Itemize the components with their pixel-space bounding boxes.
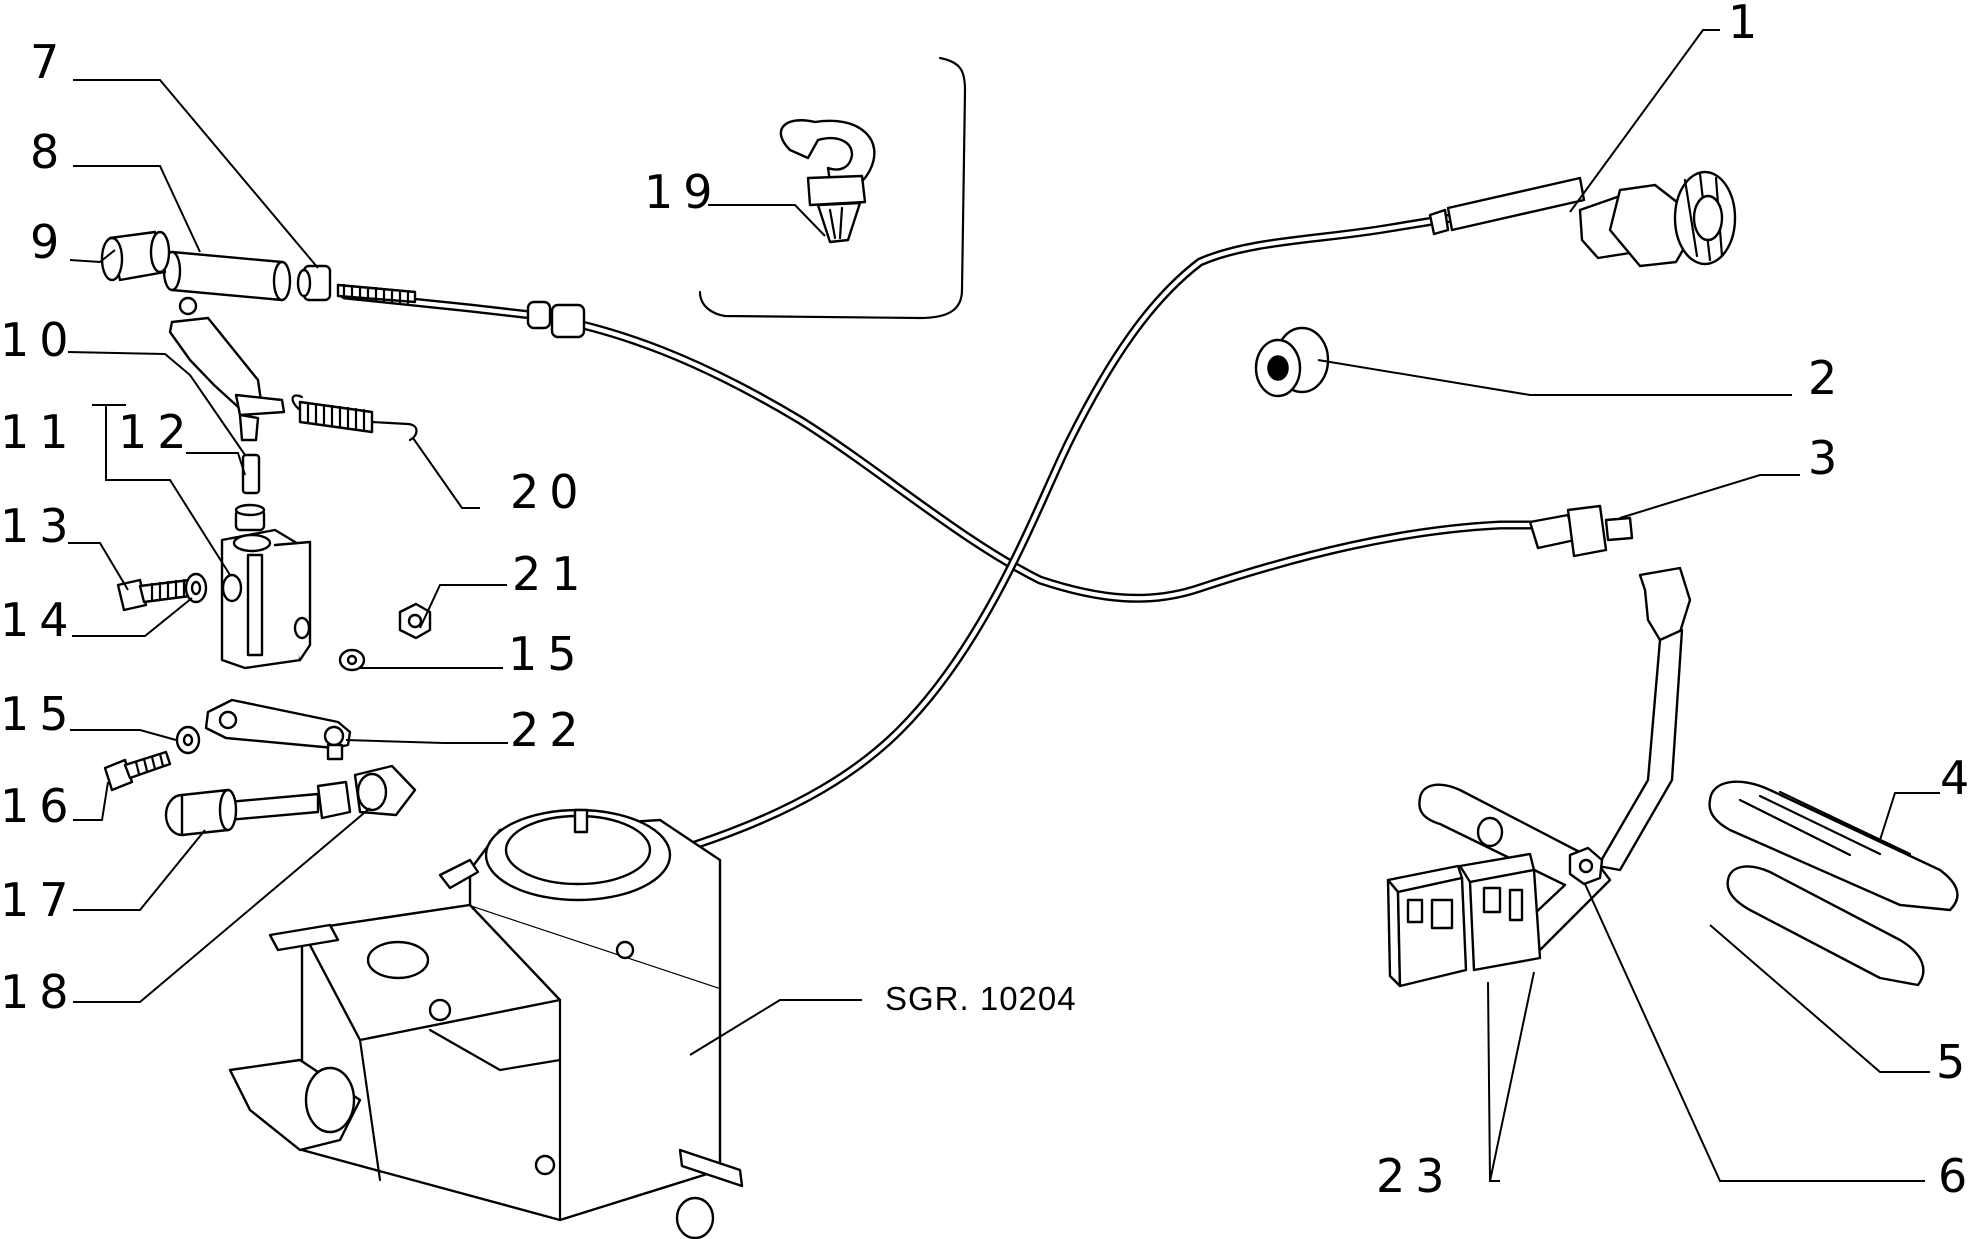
callout-22: 22 bbox=[510, 703, 589, 757]
bush-18 bbox=[353, 764, 417, 817]
callout-9: 9 bbox=[30, 215, 69, 269]
bush-12 bbox=[234, 503, 266, 532]
cable-fitting-3 bbox=[1528, 504, 1634, 558]
bracket-11 bbox=[220, 528, 312, 670]
callout-7: 7 bbox=[30, 35, 69, 89]
callout-15-left: 15 bbox=[0, 687, 79, 741]
nut-6 bbox=[1568, 846, 1604, 886]
screw-16 bbox=[103, 750, 172, 792]
leader-lines bbox=[67, 29, 1940, 1182]
carburetor bbox=[228, 808, 744, 1239]
callout-16: 16 bbox=[0, 779, 79, 833]
callout-6: 6 bbox=[1938, 1149, 1970, 1203]
callout-21: 21 bbox=[512, 547, 591, 601]
callout-13: 13 bbox=[0, 499, 79, 553]
clip-bracket bbox=[698, 56, 967, 320]
pedal-lever bbox=[1418, 566, 1692, 960]
accelerator-cable bbox=[340, 290, 1565, 603]
callout-11: 11 bbox=[0, 405, 79, 459]
washer-15-upper bbox=[338, 648, 366, 672]
return-spring-20 bbox=[291, 394, 418, 442]
callout-14: 14 bbox=[0, 593, 79, 647]
callout-4: 4 bbox=[1940, 751, 1970, 805]
link-plate-22 bbox=[204, 698, 352, 761]
cable-sleeve-8 bbox=[162, 250, 292, 302]
choke-cable bbox=[690, 210, 1475, 850]
callout-17: 17 bbox=[0, 873, 79, 927]
grommet-2 bbox=[1254, 326, 1330, 398]
callout-20: 20 bbox=[510, 465, 589, 519]
cable-spring-7 bbox=[336, 283, 417, 305]
reference-code: SGR. 10204 bbox=[885, 980, 1077, 1017]
washer-15-lower bbox=[175, 725, 201, 755]
choke-knob-1 bbox=[1428, 170, 1737, 268]
callout-18: 18 bbox=[0, 965, 79, 1019]
callout-19: 19 bbox=[644, 165, 723, 219]
callout-1: 1 bbox=[1728, 0, 1767, 49]
nut-21 bbox=[398, 602, 432, 640]
bolt-13 bbox=[116, 578, 192, 612]
callout-8: 8 bbox=[30, 125, 69, 179]
throttle-lever-10 bbox=[168, 296, 286, 442]
callout-numbers: 1 2 3 4 5 6 7 8 9 10 11 12 13 14 15 15 1… bbox=[0, 0, 1970, 1203]
pedal-pad-5 bbox=[1726, 865, 1925, 987]
pedal-stops-23 bbox=[1386, 852, 1542, 988]
callout-3: 3 bbox=[1808, 431, 1847, 485]
callout-10: 10 bbox=[0, 313, 79, 367]
clip-19 bbox=[779, 119, 876, 244]
callout-5: 5 bbox=[1936, 1035, 1970, 1089]
cable-bush-9 bbox=[100, 230, 171, 282]
callout-12: 12 bbox=[118, 405, 197, 459]
callout-2: 2 bbox=[1808, 351, 1847, 405]
callout-23: 23 bbox=[1376, 1149, 1455, 1203]
pedal-pad-4 bbox=[1708, 780, 1959, 912]
callout-15-right: 15 bbox=[508, 627, 587, 681]
pin-12 bbox=[241, 453, 261, 495]
rod-17 bbox=[164, 780, 352, 837]
washer-14 bbox=[184, 572, 208, 604]
nut-7 bbox=[296, 264, 332, 302]
